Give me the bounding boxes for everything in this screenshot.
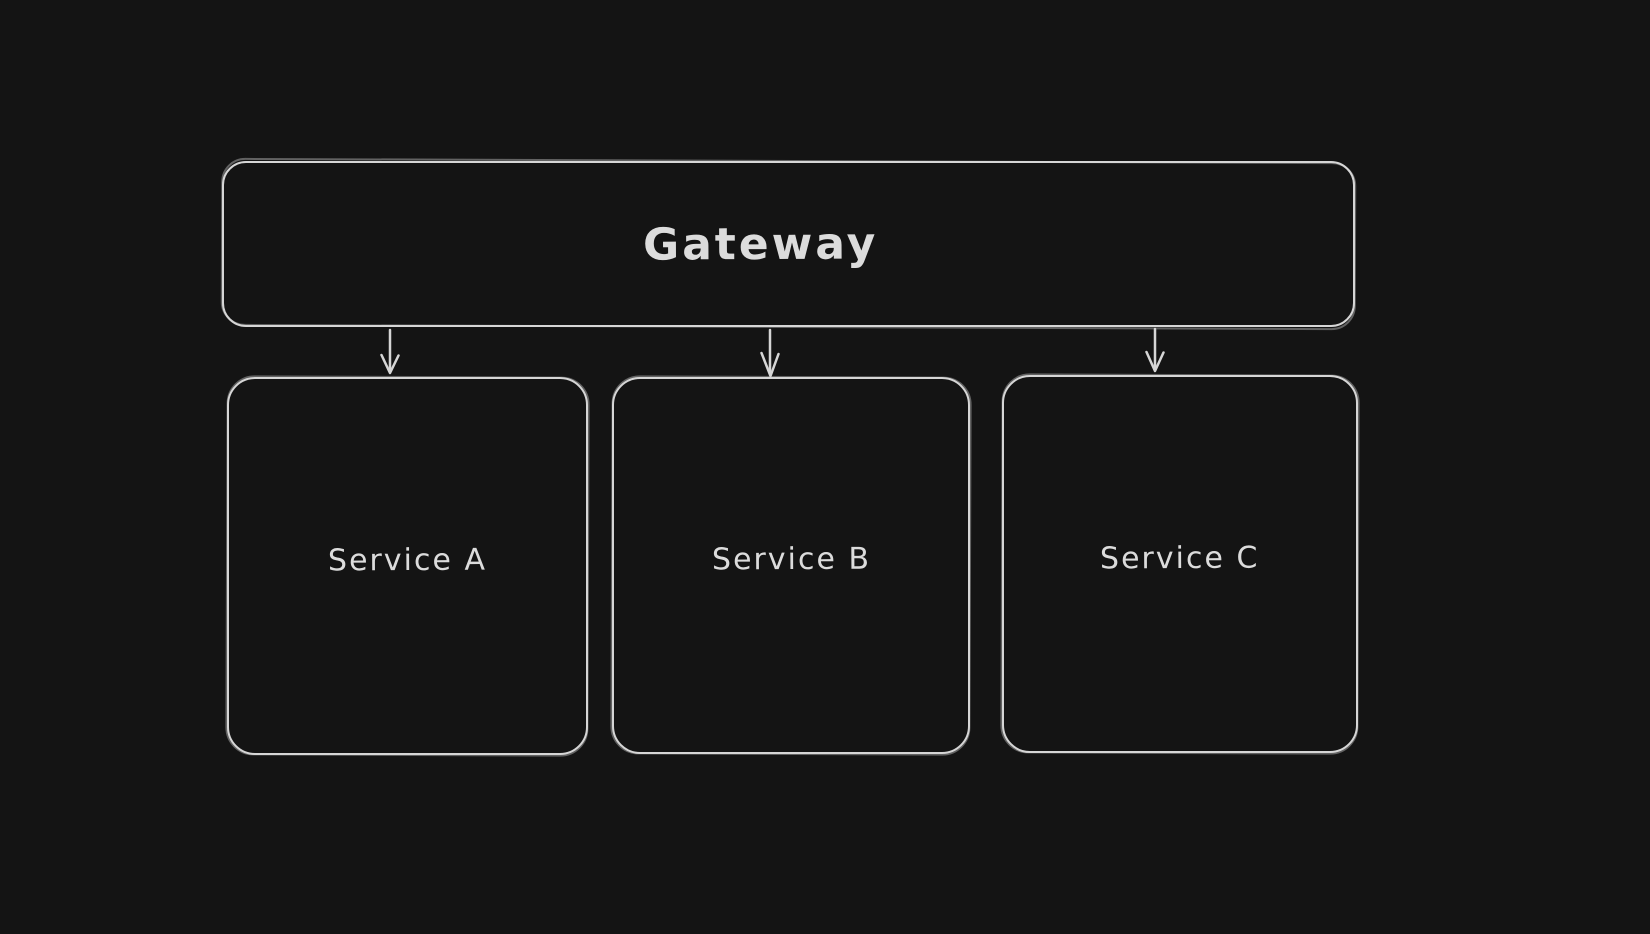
arrow-gateway-to-service-a[interactable]: [380, 328, 400, 375]
node-service-c[interactable]: Service C: [1002, 375, 1358, 753]
node-service-c-label: Service C: [1100, 540, 1260, 576]
arrow-gateway-to-service-c[interactable]: [1145, 327, 1165, 373]
node-gateway-label: Gateway: [642, 217, 879, 271]
node-gateway[interactable]: Gateway: [222, 161, 1355, 327]
node-service-a[interactable]: Service A: [227, 377, 588, 755]
node-service-a-label: Service A: [327, 542, 488, 578]
node-service-b-label: Service B: [711, 541, 871, 578]
arrow-gateway-to-service-b[interactable]: [760, 328, 780, 378]
node-service-b[interactable]: Service B: [612, 377, 970, 754]
